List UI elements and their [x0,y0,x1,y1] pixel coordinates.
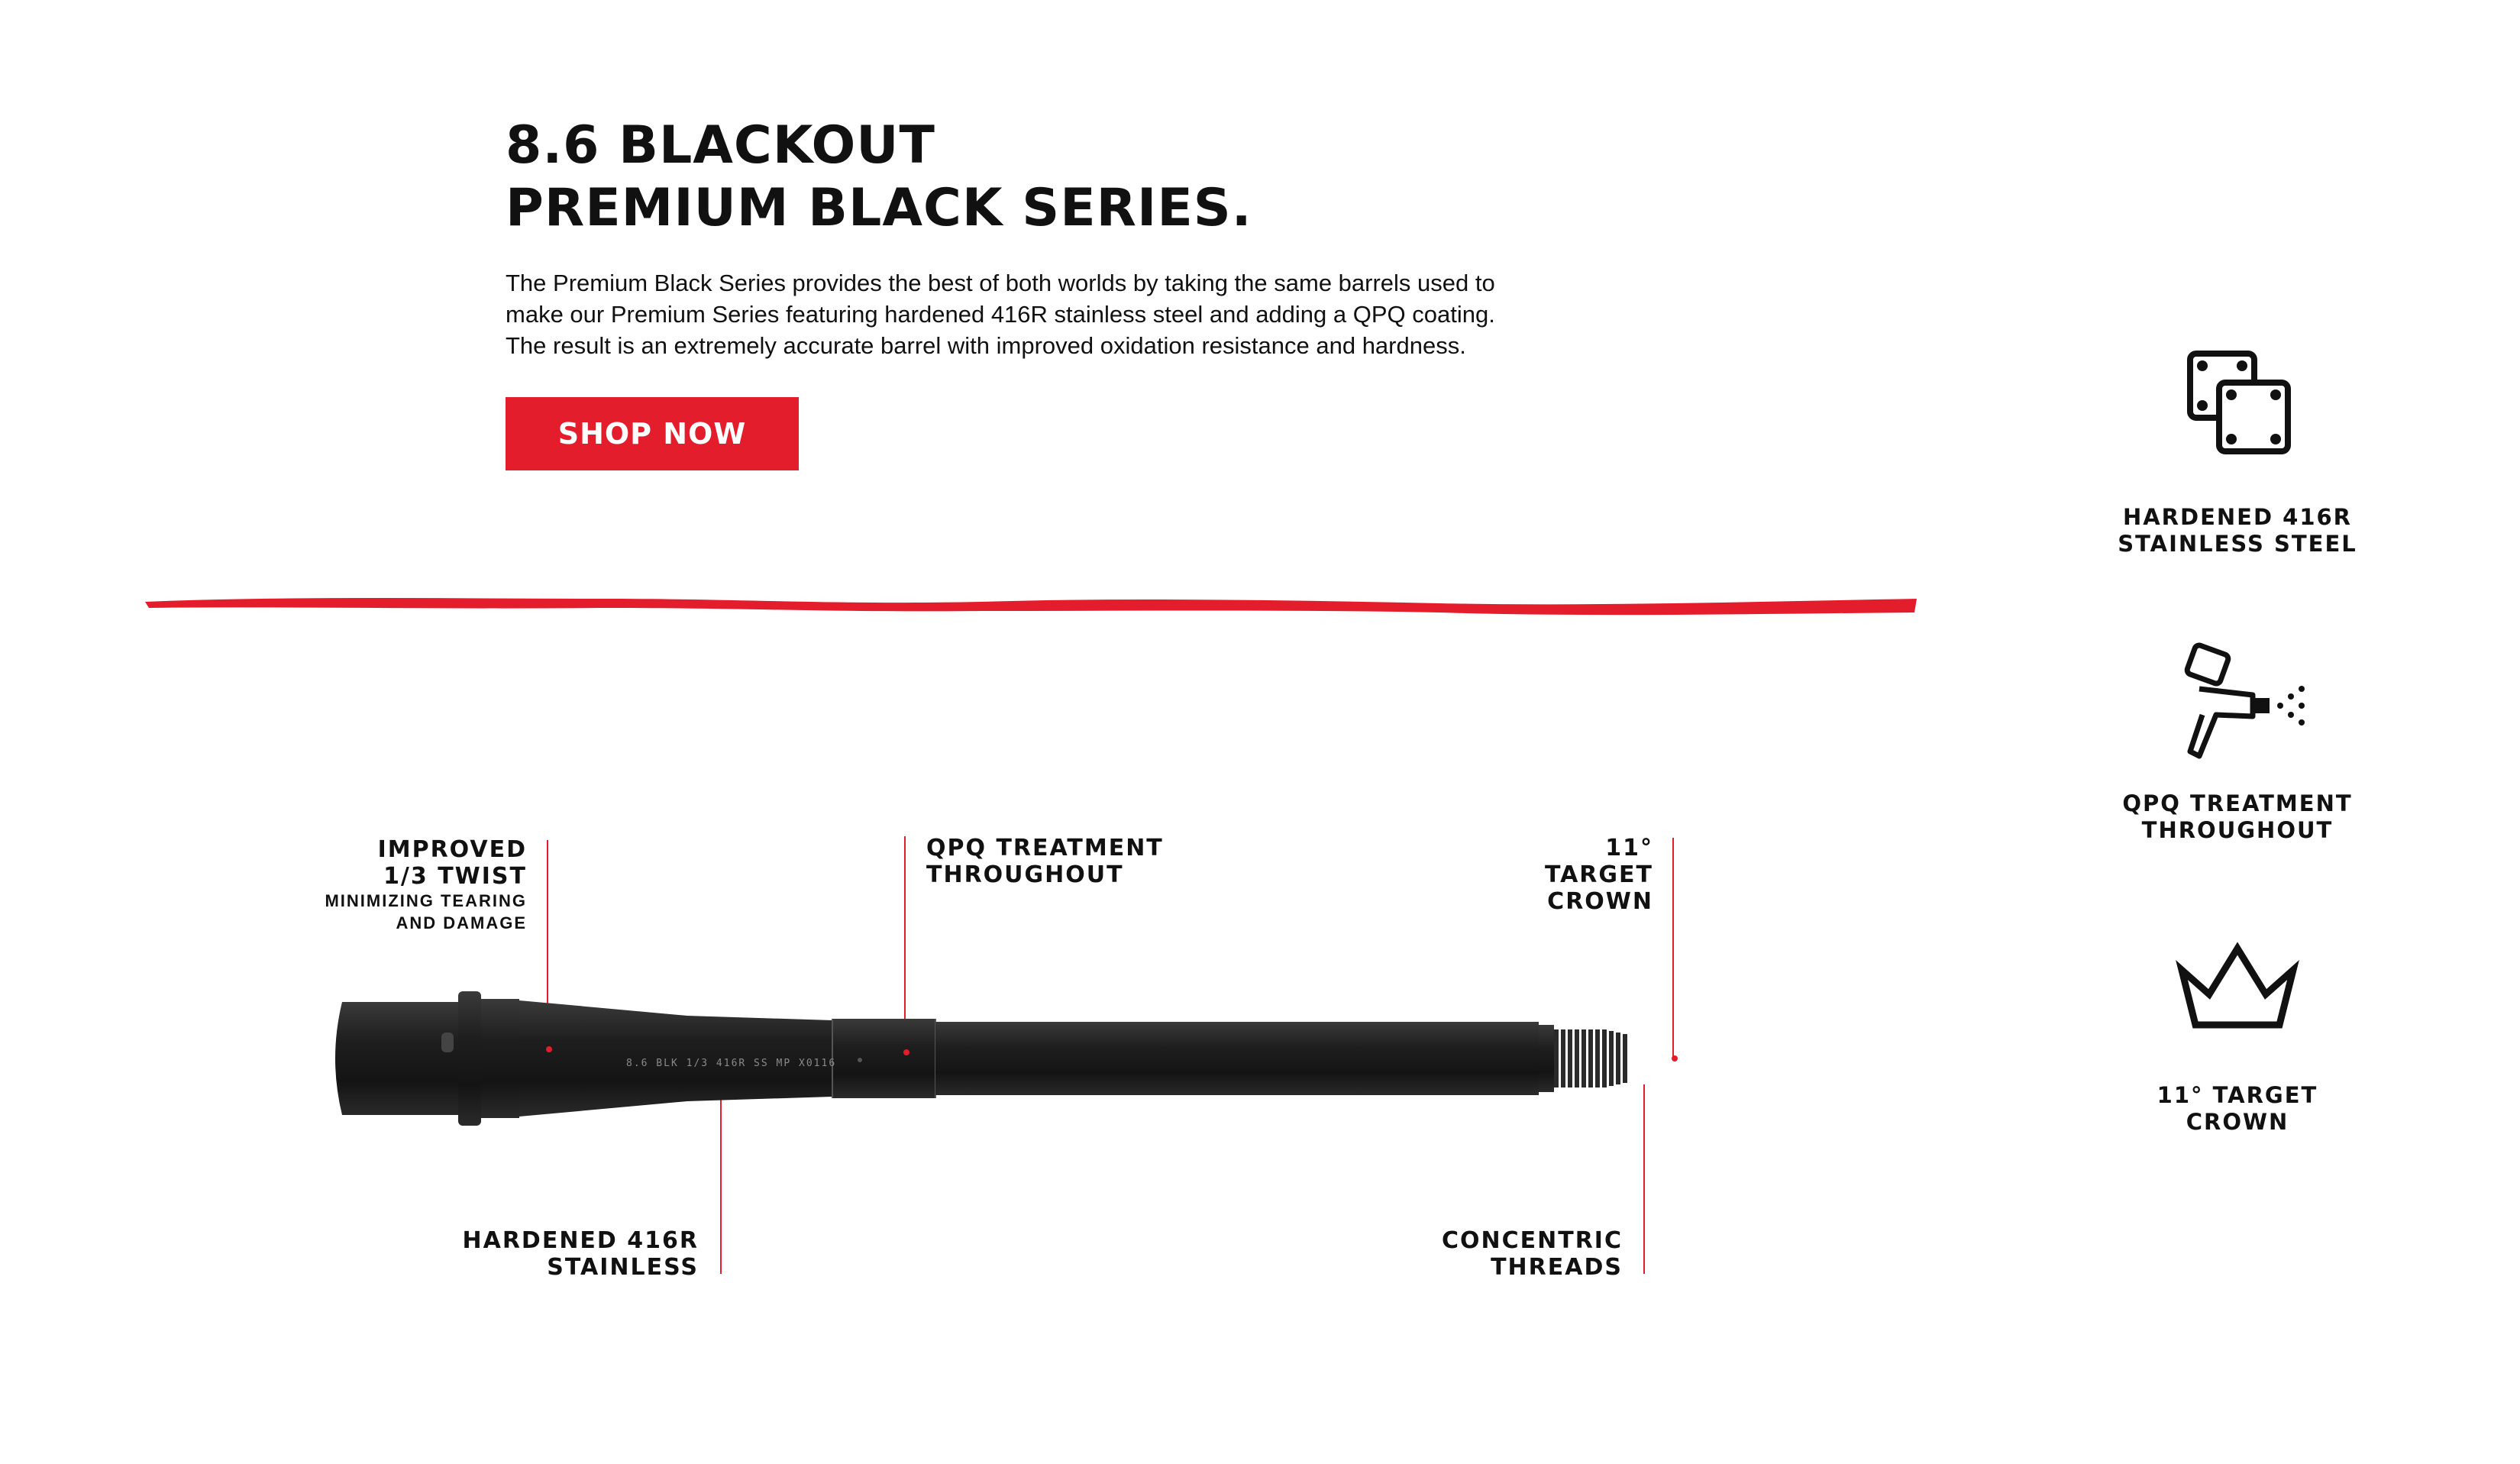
feature-stainless-line2: STAINLESS STEEL [2118,531,2357,557]
callout-crown-line [1672,838,1674,1058]
product-description: The Premium Black Series provides the be… [506,270,1495,359]
marker-dot [903,1049,909,1055]
callout-qpq: QPQ TREATMENT THROUGHOUT [926,835,1247,888]
callout-stainless-line2: STAINLESS [547,1254,699,1281]
page-title: 8.6 BLACKOUT PREMIUM BLACK SERIES. [506,115,1252,240]
callout-qpq-line1: QPQ TREATMENT [926,835,1164,861]
feature-crown-line2: CROWN [2186,1109,2289,1135]
callout-qpq-line2: THROUGHOUT [926,861,1124,888]
barrel-image: 8.6 BLK 1/3 416R SS MP X0116 [335,991,1627,1126]
marker-dot [1672,1055,1678,1062]
callout-threads: CONCENTRIC THREADS [1298,1227,1623,1281]
callout-stainless-line1: HARDENED 416R [462,1227,699,1254]
spray-gun-icon [2184,642,2305,759]
callout-twist-line [547,840,548,1048]
crown-icon [2176,942,2299,1029]
marker-dot [546,1046,552,1052]
callout-twist-line1: IMPROVED [377,836,527,863]
callout-crown-line3: CROWN [1547,888,1653,915]
feature-qpq: QPQ TREATMENT THROUGHOUT [2054,642,2421,844]
callout-crown-line2: TARGET [1544,861,1653,888]
feature-crown: 11° TARGET CROWN [2054,939,2421,1136]
callout-twist-sub1: MINIMIZING TEARING [325,891,527,910]
callout-twist: IMPROVED 1/3 TWIST MINIMIZING TEARING AN… [229,836,527,934]
feature-stainless-line1: HARDENED 416R [2122,504,2353,530]
callout-twist-sub2: AND DAMAGE [396,913,527,932]
feature-qpq-line2: THROUGHOUT [2141,817,2334,843]
title-line-1: 8.6 BLACKOUT [506,115,935,176]
shop-now-button[interactable]: SHOP NOW [506,397,799,470]
callout-threads-line1: CONCENTRIC [1442,1227,1623,1254]
callout-twist-line2: 1/3 TWIST [383,863,527,890]
feature-crown-line1: 11° TARGET [2157,1082,2318,1108]
callout-stainless: HARDENED 416R STAINLESS [359,1227,699,1281]
callout-stainless-line [720,1083,722,1274]
callout-crown-line1: 11° [1605,835,1653,861]
title-line-2: PREMIUM BLACK SERIES. [506,178,1252,238]
callout-threads-line [1643,1084,1645,1274]
brush-stroke-divider [145,598,1917,616]
barrel-engraving: 8.6 BLK 1/3 416R SS MP X0116 [626,1058,836,1069]
callout-crown: 11° TARGET CROWN [1413,835,1653,915]
steel-plates-icon [2187,351,2291,454]
callout-threads-line2: THREADS [1491,1254,1623,1281]
feature-qpq-line1: QPQ TREATMENT [2122,790,2353,816]
feature-stainless: HARDENED 416R STAINLESS STEEL [2054,347,2421,557]
callout-qpq-line [904,836,906,1050]
